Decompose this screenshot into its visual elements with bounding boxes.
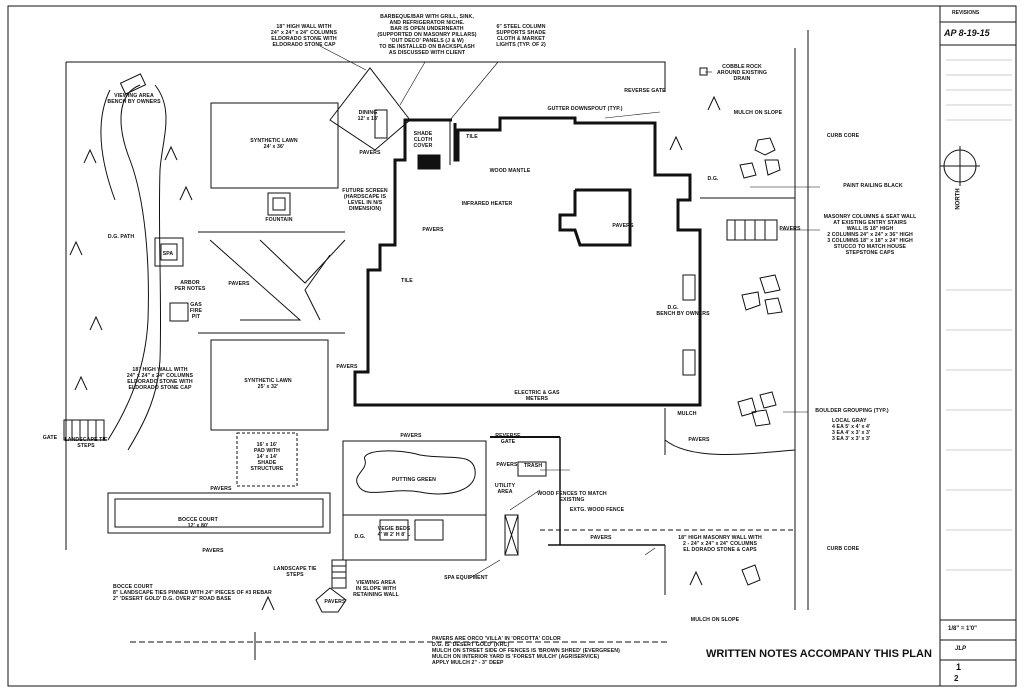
- label-spa: SPA: [162, 251, 174, 257]
- label-pavers-6: PAVERS: [336, 364, 358, 370]
- spa: [154, 237, 184, 267]
- label-pavers-7: PAVERS: [688, 437, 710, 443]
- label-pavers-3: PAVERS: [612, 223, 634, 229]
- label-trash: TRASH: [523, 463, 543, 469]
- label-dg-3: D.G.: [354, 534, 366, 540]
- label-pavers-5: PAVERS: [228, 281, 250, 287]
- label-gutter: GUTTER DOWNSPOUT (TYP.): [547, 106, 623, 112]
- label-tile-2: TILE: [401, 278, 413, 284]
- label-putting-green: PUTTING GREEN: [392, 477, 436, 483]
- revision-date: AP 8-19-15: [944, 28, 990, 38]
- label-pavers-11: PAVERS: [590, 535, 612, 541]
- drawn-by: JLP: [955, 646, 967, 652]
- revisions-label: REVISIONS: [952, 10, 980, 16]
- label-synthetic-lawn-2: SYNTHETIC LAWN 25' x 32': [244, 378, 292, 390]
- label-curb-core-1: CURB CORE: [826, 133, 860, 139]
- label-paint-railing: PAINT RAILING BLACK: [843, 183, 903, 189]
- label-fountain: FOUNTAIN: [265, 217, 293, 223]
- dg-path: [107, 84, 149, 441]
- label-dg-1: D.G.: [707, 176, 719, 182]
- label-bocce-court: BOCCE COURT 12' x 80': [178, 517, 218, 529]
- label-utility-area: UTILITY AREA: [494, 483, 516, 495]
- boulder-notes: LOCAL GRAY 4 EA 5' x 4' x 4' 3 EA 4' x 3…: [832, 418, 871, 442]
- label-wood-fences: WOOD FENCES TO MATCH EXISTING: [537, 491, 607, 503]
- label-bench-owners: BENCH BY OWNERS: [656, 311, 710, 317]
- label-wood-mantle: WOOD MANTLE: [489, 168, 531, 174]
- bocce-notes: BOCCE COURT 8" LANDSCAPE TIES PINNED WIT…: [113, 584, 272, 602]
- trash-area: [517, 461, 547, 477]
- landscape-tie-steps: [63, 419, 105, 441]
- house-outline: [353, 116, 702, 407]
- label-vegie-beds: VEGIE BEDS 4' W 2' H 8' L: [377, 526, 411, 538]
- label-electric-gas: ELECTRIC & GAS METERS: [514, 390, 560, 402]
- label-mulch: MULCH: [677, 411, 697, 417]
- label-viewing-slope: VIEWING AREA IN SLOPE WITH RETAINING WAL…: [353, 580, 399, 598]
- label-wall18-top: 18" HIGH WALL WITH 24" x 24" x 24" COLUM…: [270, 24, 338, 48]
- label-reverse-gate-1: REVERSE GATE: [624, 88, 666, 94]
- shade-structure: [236, 432, 298, 487]
- sheet-number: 1: [956, 662, 962, 672]
- label-bbq: BARBEQUE/BAR WITH GRILL, SINK, AND REFRI…: [377, 14, 477, 56]
- label-cobble: COBBLE ROCK AROUND EXISTING DRAIN: [717, 64, 767, 82]
- label-landscape-tie-steps: LANDSCAPE TIE STEPS: [64, 437, 108, 449]
- boulders: [737, 137, 783, 586]
- label-infrared: INFRARED HEATER: [461, 201, 513, 207]
- label-dg-path: D.G. PATH: [107, 234, 135, 240]
- dining-area: [329, 67, 411, 151]
- entry-stairs: [726, 219, 778, 241]
- synthetic-lawn-2: [210, 339, 329, 431]
- label-pavers-1: PAVERS: [359, 150, 381, 156]
- label-pavers-2: PAVERS: [422, 227, 444, 233]
- label-mulch-slope-1: MULCH ON SLOPE: [733, 110, 783, 116]
- label-masonry-wall18: 18" HIGH MASONRY WALL WITH 2 - 24" x 24"…: [678, 535, 762, 553]
- written-notes-title: WRITTEN NOTES ACCOMPANY THIS PLAN: [706, 648, 932, 660]
- north-label: NORTH: [955, 188, 962, 210]
- label-dining: DINING 12' x 18': [357, 110, 379, 122]
- label-extg-fence: EXTG. WOOD FENCE: [569, 507, 625, 513]
- scale-label: 1/8" = 1'0": [948, 626, 977, 632]
- label-pavers-12: PAVERS: [202, 548, 224, 554]
- label-gate: GATE: [42, 435, 58, 441]
- sheet-total: 2: [954, 674, 959, 683]
- label-synthetic-lawn-1: SYNTHETIC LAWN 24' x 36': [250, 138, 298, 150]
- label-future-screen: FUTURE SCREEN (HARDSCAPE IS LEVEL IN N/S…: [342, 188, 388, 212]
- label-reverse-gate-2: REVERSE GATE: [495, 433, 521, 445]
- gas-fire-pit: [169, 302, 189, 322]
- label-wall18-left: 18" HIGH WALL WITH 24" x 24" x 24" COLUM…: [126, 367, 194, 391]
- synthetic-lawn-1: [210, 102, 339, 189]
- label-mulch-slope-2: MULCH ON SLOPE: [690, 617, 740, 623]
- label-curb-core-2: CURB CORE: [826, 546, 860, 552]
- material-notes: PAVERS ARE ORCO 'VILLA' IN 'ORCOTTA' COL…: [432, 636, 620, 666]
- label-arbor: ARBOR PER NOTES: [174, 280, 206, 292]
- label-viewing-area: VIEWING AREA BENCH BY OWNERS: [107, 93, 161, 105]
- label-spa-equipment: SPA EQUIPMENT: [444, 575, 488, 581]
- label-gas-fire: GAS FIRE PIT: [189, 302, 203, 320]
- sheet-border: [7, 5, 1017, 687]
- label-boulder-grouping: BOULDER GROUPING (TYP.): [815, 408, 889, 414]
- label-steel-column: 6" STEEL COLUMN SUPPORTS SHADE CLOTH & M…: [496, 24, 546, 48]
- property-line: [66, 61, 666, 92]
- fountain: [267, 192, 291, 216]
- label-masonry-columns: MASONRY COLUMNS & SEAT WALL AT EXISTING …: [823, 214, 917, 256]
- label-landscape-steps2: LANDSCAPE TIE STEPS: [273, 566, 317, 578]
- label-pavers-8: PAVERS: [400, 433, 422, 439]
- bocce-court: [107, 492, 331, 534]
- label-tile-1: TILE: [466, 134, 478, 140]
- label-shade-structure: 16' x 16' PAD WITH 14' x 14' SHADE STRUC…: [250, 442, 284, 472]
- label-pavers-4: PAVERS: [779, 226, 801, 232]
- slope-markers: [69, 95, 721, 611]
- label-dg-2: D.G.: [667, 305, 679, 311]
- label-pavers-9: PAVERS: [496, 462, 518, 468]
- label-pavers-10: PAVERS: [210, 486, 232, 492]
- label-pavers-13: PAVERS: [324, 599, 346, 605]
- label-shade-cloth: SHADE CLOTH COVER: [413, 131, 433, 149]
